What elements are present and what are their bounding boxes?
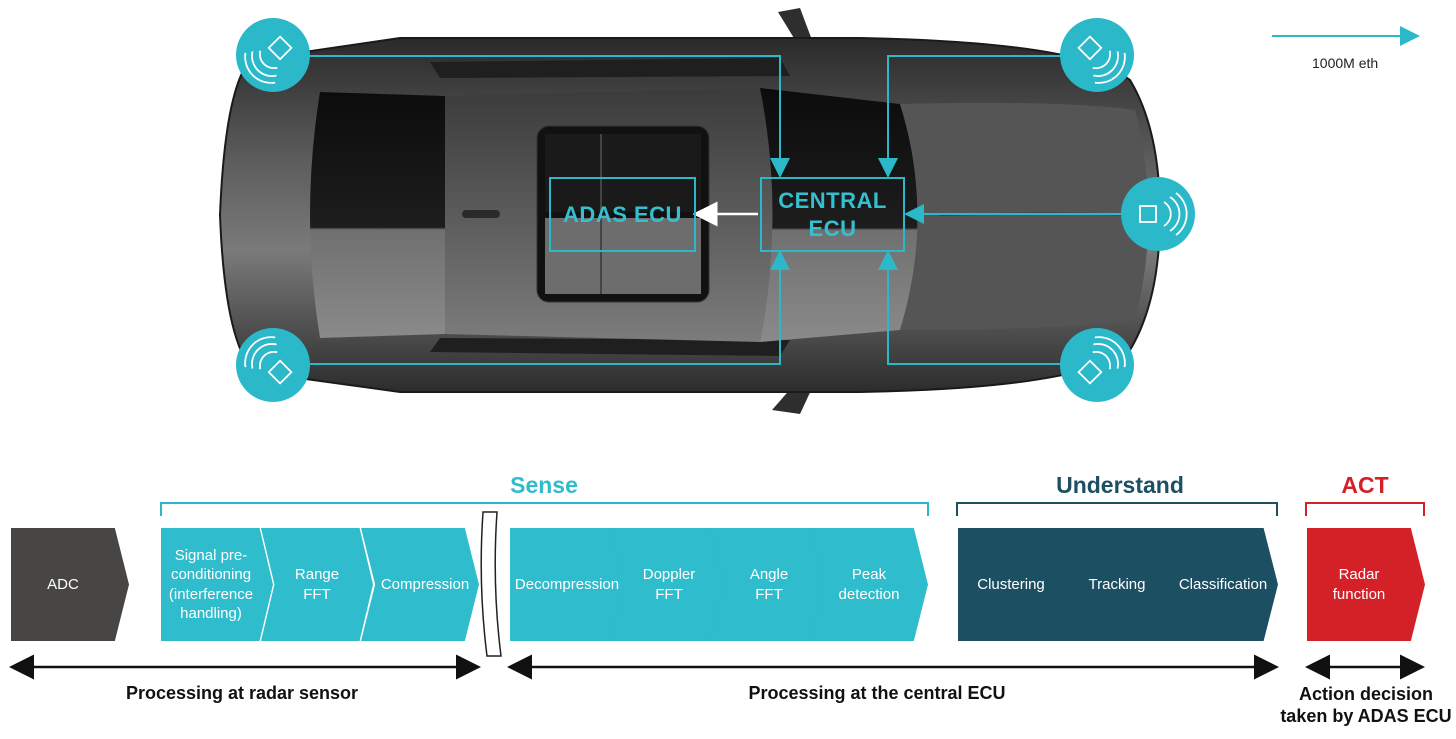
sense-title: Sense [510,472,578,498]
step-peak-detection: Peak detection [810,528,928,641]
legend-label: 1000M eth [1312,55,1379,71]
link-rear-right [310,250,790,365]
radar-sensor-rear-left [236,18,310,92]
car-illustration [218,8,1162,414]
windshield [760,88,918,342]
step-adc: ADC [11,528,129,641]
step-decompression: Decompression [510,528,628,641]
link-rear-left [310,55,790,178]
understand-title: Understand [1056,472,1184,498]
step-tracking: Tracking [1058,528,1176,641]
adas-ecu-box: ADAS ECU [549,177,696,252]
network-connections [310,26,1420,365]
central-range-label: Processing at the central ECU [748,683,1006,703]
radar-sensor-front-left [1060,18,1134,92]
radar-sensors [236,18,1195,402]
step-angle-fft: Angle FFT [710,528,828,641]
radar-sensor-front-right [1060,328,1134,402]
central-ecu-box: CENTRAL ECU [760,177,905,252]
central-ecu-label: CENTRAL ECU [778,187,887,241]
step-classification: Classification [1158,528,1278,641]
rear-window [310,92,445,338]
action-range-label: Action decision taken by ADAS ECU [1280,684,1452,726]
adas-ecu-label: ADAS ECU [563,201,682,227]
act-bracket [1305,502,1425,516]
step-signal-preconditioning: Signal pre- conditioning (interference h… [161,528,273,641]
step-radar-function: Radar function [1307,528,1425,641]
link-front-left [878,55,1062,178]
hood [900,102,1149,330]
sense-bracket [160,502,929,516]
radar-sensor-rear-right [236,328,310,402]
act-title: ACT [1341,472,1389,498]
link-front-right [878,250,1062,365]
sensor-range-label: Processing at radar sensor [125,683,359,703]
step-compression: Compression [361,528,479,641]
step-doppler-fft: Doppler FFT [610,528,728,641]
radar-sensor-front-center [1121,177,1195,251]
break-marker [480,511,502,657]
step-clustering: Clustering [958,528,1076,641]
step-range-fft: Range FFT [261,528,373,641]
understand-bracket [956,502,1278,516]
